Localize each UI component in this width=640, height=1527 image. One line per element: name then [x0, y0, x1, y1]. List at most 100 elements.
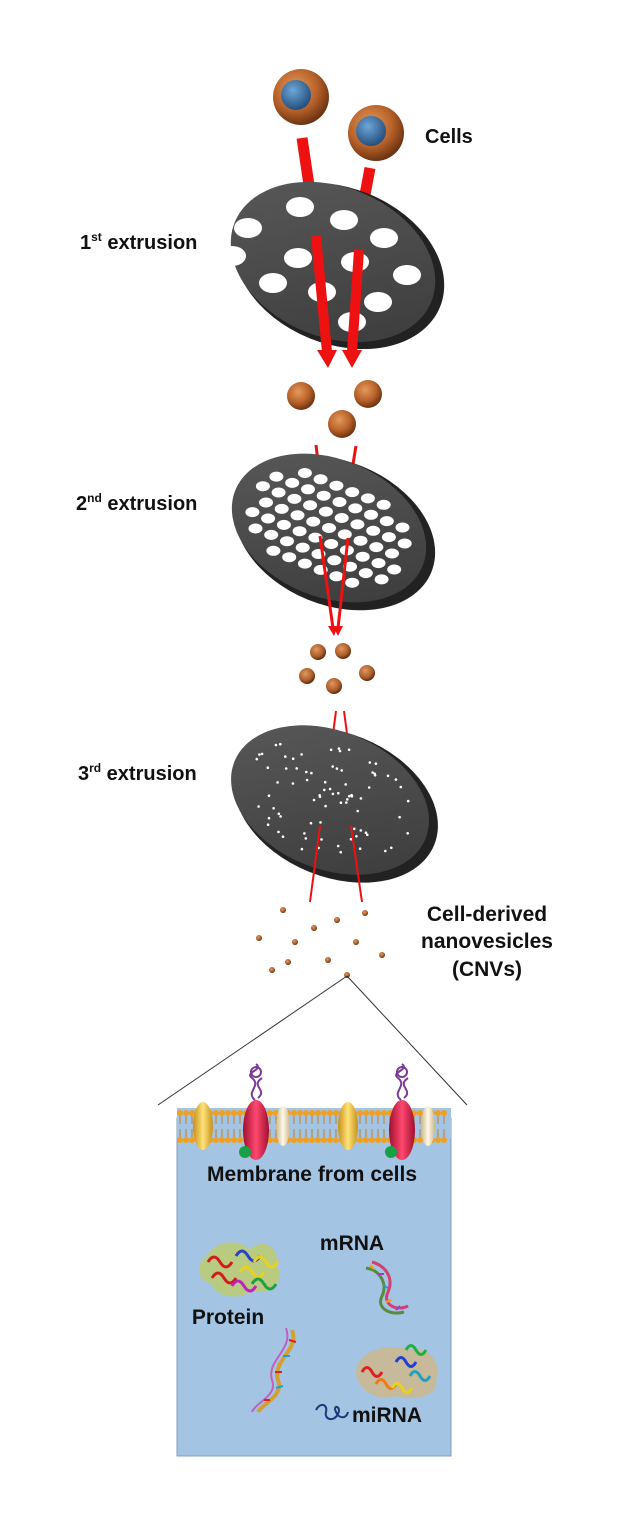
yellow-protein-1 — [193, 1102, 213, 1150]
lipid-head — [177, 1137, 183, 1143]
disc-3-pore — [367, 786, 371, 789]
disc-2-pore — [345, 577, 360, 588]
disc-2-pore — [266, 545, 281, 556]
disc-3-pore — [331, 765, 335, 768]
lipid-head — [441, 1137, 447, 1143]
red-protein-2 — [389, 1100, 415, 1160]
extrusion-2-label: 2nd extrusion — [76, 491, 197, 515]
disc-3-pore — [284, 755, 287, 758]
lipid-head — [315, 1137, 321, 1143]
extrusion-1-label: 1st extrusion — [80, 230, 197, 254]
disc-2-pore — [395, 522, 410, 533]
lipid-head — [213, 1110, 219, 1116]
lipid-head — [369, 1137, 375, 1143]
lipid-head — [303, 1137, 309, 1143]
disc-3-pore — [323, 780, 327, 784]
lipid-head — [321, 1110, 327, 1116]
disc-2-pore — [329, 480, 344, 491]
disc-2-pore — [353, 535, 368, 546]
disc-3-pore — [279, 742, 282, 746]
disc-3-pore — [390, 846, 393, 850]
lipid-head — [333, 1110, 339, 1116]
disc-3-pore — [374, 762, 378, 765]
arrow-stub-3b — [343, 710, 348, 735]
disc-2-pore — [324, 539, 339, 549]
disc-3-pore — [359, 829, 363, 832]
disc-3-pore — [304, 837, 308, 840]
lipid-head — [327, 1137, 333, 1143]
lipid-head — [315, 1110, 321, 1116]
filter-disc-2 — [231, 453, 436, 611]
lipid-head — [273, 1137, 279, 1143]
disc-3-pore — [338, 749, 342, 753]
disc-3-pore — [319, 821, 322, 824]
lipid-head — [225, 1110, 231, 1116]
disc-3-pore — [373, 774, 377, 777]
arrow-2b — [336, 537, 350, 629]
disc-3-pore — [277, 812, 281, 816]
lipid-head — [303, 1110, 309, 1116]
disc-3-pore — [305, 770, 308, 774]
disc-2-pore — [334, 513, 349, 523]
disc-3-pore — [398, 815, 401, 819]
filter-disc-3 — [231, 725, 438, 883]
disc-3-pore — [328, 787, 332, 791]
lipid-head — [417, 1137, 423, 1143]
disc-2-pore — [350, 519, 365, 530]
disc-2-pore — [292, 526, 307, 537]
disc-3-pore — [260, 752, 264, 756]
disc-3-pore — [399, 785, 403, 789]
disc-3-pore — [336, 844, 340, 848]
disc-3-pore — [324, 804, 327, 808]
disc-2-pore — [274, 503, 289, 514]
disc-2-pore — [327, 555, 342, 566]
arrowhead-1b — [342, 350, 362, 368]
nanovesicles — [256, 907, 385, 978]
disc-2-pore — [369, 542, 384, 553]
disc-2-pore — [282, 552, 297, 563]
arrow-stub-1a — [296, 137, 315, 186]
disc-2-pore — [290, 510, 305, 521]
lipid-head — [267, 1137, 273, 1143]
disc-2-pore — [366, 525, 381, 536]
disc-2-pores — [245, 468, 412, 588]
disc-3-pore — [300, 753, 303, 756]
cnv-label-line2: nanovesicles — [421, 930, 553, 953]
disc-2-pore — [385, 548, 399, 559]
disc-2-pore — [285, 477, 300, 488]
disc-3-pore — [266, 823, 270, 826]
lipid-head — [435, 1110, 441, 1116]
cell-1 — [273, 69, 329, 125]
disc-2-pore — [371, 558, 386, 569]
lipid-head — [333, 1137, 339, 1143]
disc-2-pore — [287, 493, 302, 504]
disc-2-pore — [332, 497, 347, 507]
disc-3-pore — [272, 807, 275, 810]
rna-strand-icon — [251, 1327, 297, 1414]
disc-3-pore — [364, 831, 368, 834]
vesicle-3 — [299, 668, 315, 684]
disc-2-pore — [297, 558, 312, 569]
disc-3-pore — [277, 830, 280, 834]
disc-3-pore — [347, 748, 351, 751]
disc-3-pore — [291, 782, 295, 785]
lipid-head — [189, 1110, 195, 1116]
lipid-head — [225, 1137, 231, 1143]
lipid-head — [375, 1110, 381, 1116]
disc-2-pore — [358, 568, 373, 579]
disc-2-pore — [313, 474, 328, 485]
disc-3-pore — [359, 797, 363, 800]
cells-label: Cells — [425, 126, 473, 148]
disc-3-pore — [284, 767, 288, 770]
disc-2-pore — [337, 529, 352, 540]
disc-3-pore — [406, 799, 410, 803]
disc-3-pore — [291, 757, 295, 760]
disc-2-pore — [364, 509, 378, 520]
vesicle-4 — [359, 665, 375, 681]
disc-2-pore — [280, 536, 294, 547]
lipid-head — [441, 1110, 447, 1116]
disc-3-pore — [257, 805, 260, 808]
disc-2-pore — [259, 497, 273, 508]
disc-2-pore — [276, 519, 291, 530]
disc-2-pore — [269, 471, 284, 482]
